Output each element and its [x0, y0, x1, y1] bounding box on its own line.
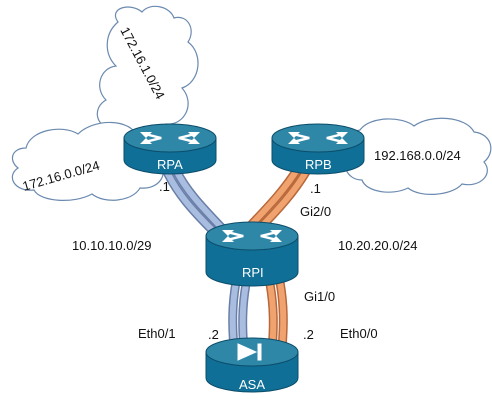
- host-label-rpb: .1: [310, 181, 321, 196]
- device-label-rpi: RPI: [242, 265, 264, 280]
- router-icon: [288, 132, 348, 144]
- interface-label-eth01: Eth0/1: [138, 326, 176, 341]
- host-label-asa-right: .2: [303, 327, 314, 342]
- device-label-rpb: RPB: [305, 157, 332, 172]
- router-icon: [222, 230, 282, 242]
- network-label-10-20-20: 10.20.20.0/24: [338, 238, 418, 253]
- device-label-rpa: RPA: [157, 157, 183, 172]
- interface-label-gi1: Gi1/0: [304, 289, 335, 304]
- router-rpb: RPB: [271, 123, 365, 175]
- firewall-icon: [237, 343, 262, 361]
- router-rpa: RPA: [123, 123, 217, 175]
- link-rpa-rpi: [163, 165, 227, 237]
- interface-label-gi2: Gi2/0: [300, 204, 331, 219]
- host-label-rpa: .1: [159, 179, 170, 194]
- network-label-192-168-0: 192.168.0.0/24: [374, 148, 461, 163]
- router-icon: [140, 132, 200, 144]
- host-label-asa-left: .2: [208, 327, 219, 342]
- device-label-asa: ASA: [239, 377, 265, 392]
- firewall-asa: ASA: [205, 337, 299, 393]
- network-label-10-10-10: 10.10.10.0/29: [72, 238, 152, 253]
- link-rpb-rpi: [245, 163, 311, 235]
- router-rpi: RPI: [205, 221, 299, 287]
- interface-label-eth00: Eth0/0: [340, 326, 378, 341]
